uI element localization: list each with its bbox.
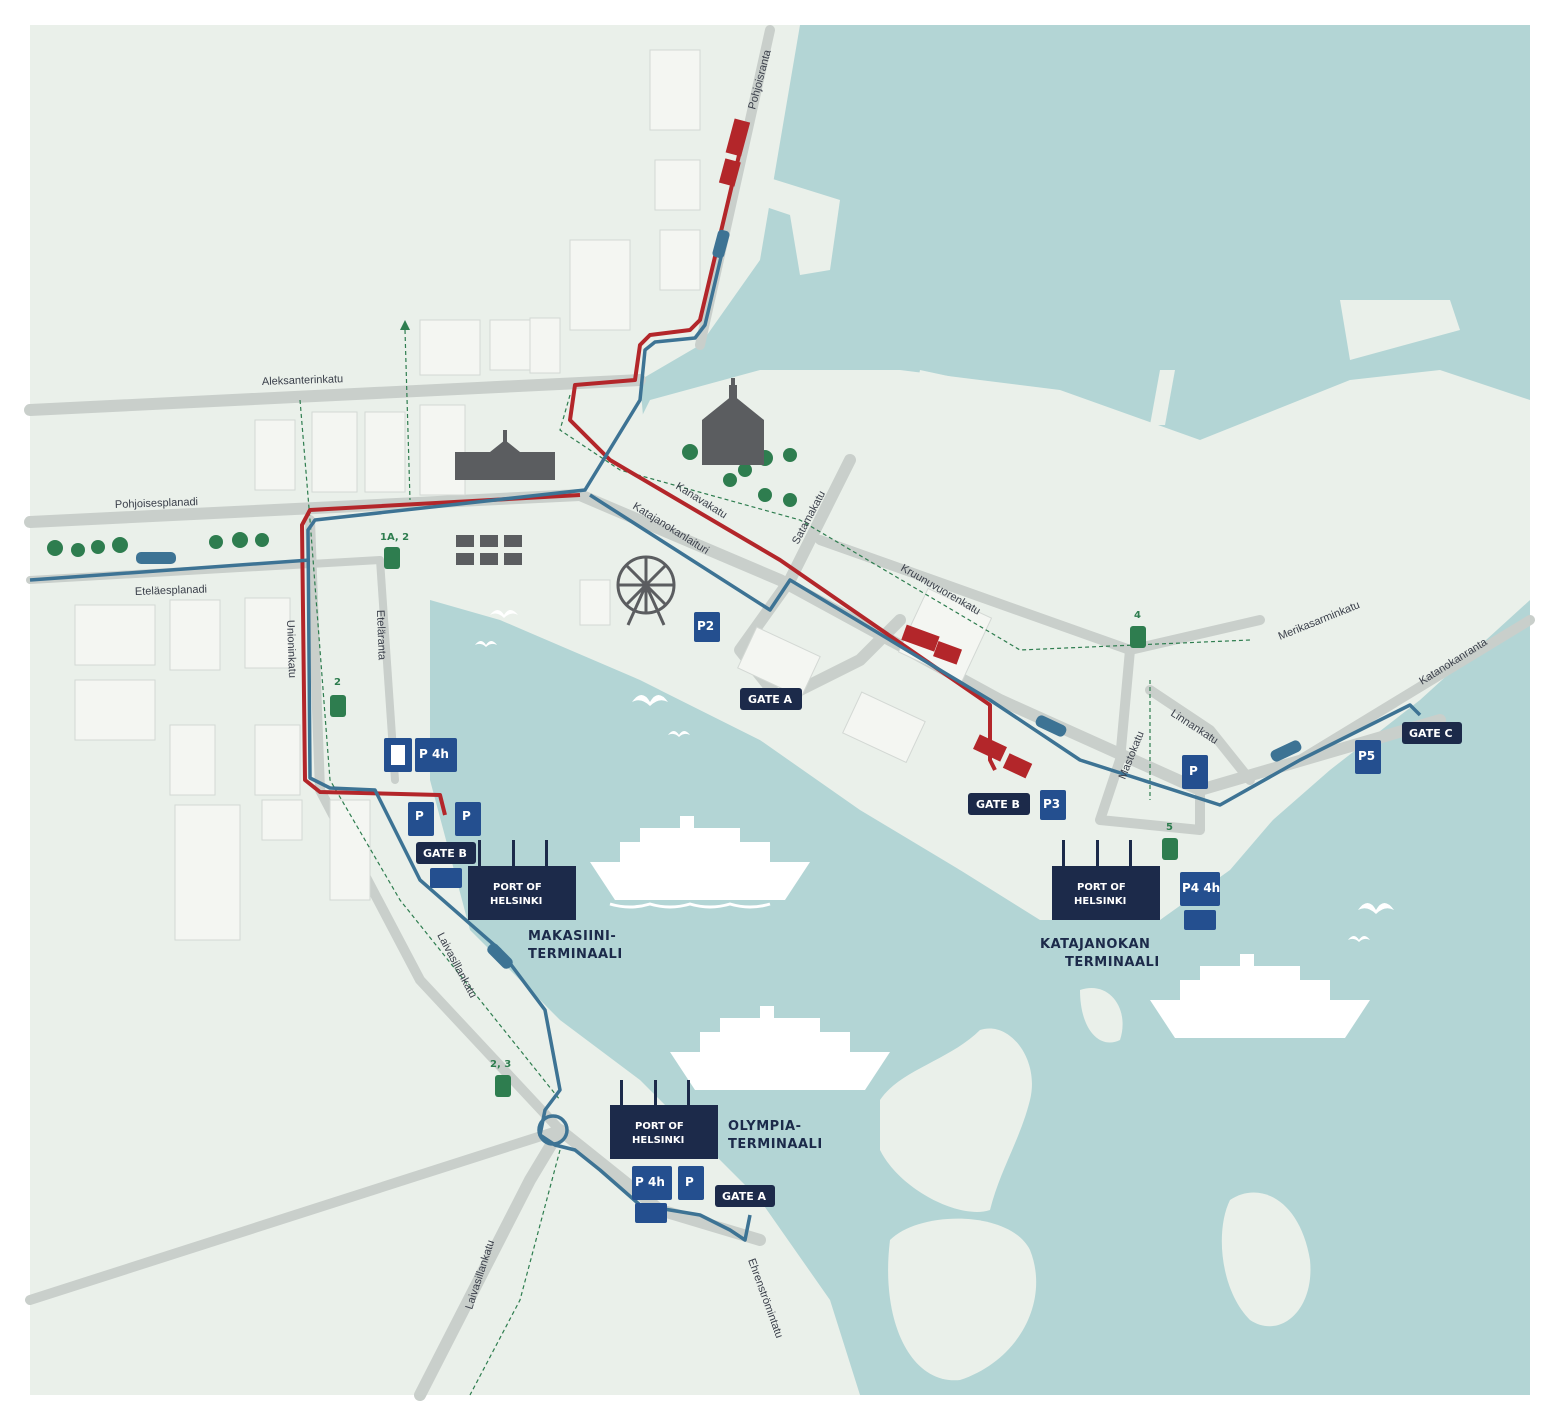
seagulls xyxy=(475,610,1394,942)
street-label: Unioninkatu xyxy=(284,620,298,678)
cathedral-icon xyxy=(702,378,764,465)
piers xyxy=(760,175,1460,425)
svg-text:5: 5 xyxy=(1166,822,1173,833)
katajanokka-terminal-logo: PORT OF HELSINKI xyxy=(1052,840,1160,920)
palace-icon xyxy=(455,430,555,480)
svg-text:HELSINKI: HELSINKI xyxy=(1074,896,1126,907)
svg-text:P4 4h: P4 4h xyxy=(1182,881,1220,895)
svg-text:GATE A: GATE A xyxy=(748,693,793,706)
car-icon xyxy=(136,229,1302,969)
svg-text:2, 3: 2, 3 xyxy=(490,1059,511,1070)
gate-b-makasiini: GATE B xyxy=(416,842,476,864)
tram-arrow-up xyxy=(400,320,410,330)
svg-text:P5: P5 xyxy=(1358,749,1375,763)
terminal-name: TERMINAALI xyxy=(528,947,623,962)
svg-text:PORT OF: PORT OF xyxy=(1077,882,1126,893)
gate-c-katajanokka: GATE C xyxy=(1402,722,1462,744)
street-label: Pohjoisesplanadi xyxy=(115,496,199,511)
gate-a-olympia: GATE A xyxy=(715,1185,775,1207)
parking-sign: P xyxy=(455,802,481,836)
parking-sign: P xyxy=(678,1166,704,1200)
truck-icon xyxy=(718,118,1033,779)
svg-text:PORT OF: PORT OF xyxy=(493,882,542,893)
svg-text:PORT OF: PORT OF xyxy=(635,1121,684,1132)
terminal-name: TERMINAALI xyxy=(1065,955,1160,970)
makasiini-terminal-logo: PORT OF HELSINKI xyxy=(468,840,576,920)
svg-text:P3: P3 xyxy=(1043,797,1060,811)
svg-text:P2: P2 xyxy=(697,619,714,633)
svg-text:P: P xyxy=(685,1175,694,1189)
parking-sign: P xyxy=(1182,755,1208,789)
street-label: Aleksanterinkatu xyxy=(262,373,344,388)
gate-b-katajanokka: GATE B xyxy=(968,793,1030,815)
street-label: Eteläranta xyxy=(374,610,388,661)
parking-sign: P 4h xyxy=(415,738,457,772)
svg-text:4: 4 xyxy=(1134,610,1141,621)
ship-icon-1 xyxy=(590,816,810,909)
svg-text:GATE C: GATE C xyxy=(1409,727,1453,740)
roundabout xyxy=(537,1114,569,1146)
route-red xyxy=(568,129,997,771)
ev-charging-sign xyxy=(384,738,412,772)
parking-sign: P xyxy=(408,802,434,836)
terminal-name: TERMINAALI xyxy=(728,1137,823,1152)
tram-stop-icon: 5 xyxy=(1162,822,1178,860)
parking-sign: P 4h xyxy=(632,1166,672,1200)
svg-text:GATE B: GATE B xyxy=(423,847,467,860)
parking-sign: P3 xyxy=(1040,790,1066,820)
tram-stop-icon: 2, 3 xyxy=(490,1059,511,1097)
svg-text:P: P xyxy=(415,809,424,823)
islands xyxy=(880,988,1311,1381)
tram-stop-icon: 4 xyxy=(1130,610,1146,648)
tram-lines xyxy=(299,329,1251,1396)
gate-a-katajanokka: GATE A xyxy=(740,688,802,710)
roads xyxy=(24,25,1535,1401)
svg-text:2: 2 xyxy=(334,677,341,688)
accessibility-icon xyxy=(635,1203,667,1223)
ship-icon-2 xyxy=(670,1006,890,1090)
svg-text:GATE A: GATE A xyxy=(722,1190,767,1203)
svg-text:P 4h: P 4h xyxy=(419,747,449,761)
parking-sign: P4 4h xyxy=(1180,872,1220,906)
terminal-name: MAKASIINI- xyxy=(528,929,616,944)
terminal-name: KATAJANOKAN xyxy=(1040,937,1150,952)
katajanokka-land xyxy=(540,370,1530,920)
tram-stop-icon: 1A, 2 xyxy=(380,532,409,569)
accessibility-icon xyxy=(430,868,462,888)
ferris-wheel-icon xyxy=(616,555,676,626)
accessibility-icon xyxy=(1184,910,1216,930)
city-blocks xyxy=(74,49,993,941)
svg-text:P: P xyxy=(1189,764,1198,778)
ship-icon-3 xyxy=(1150,954,1370,1038)
olympia-terminal-logo: PORT OF HELSINKI xyxy=(610,1080,718,1159)
street-label: Eteläesplanadi xyxy=(135,583,208,598)
svg-text:HELSINKI: HELSINKI xyxy=(632,1135,684,1146)
market-hall-icon xyxy=(456,535,522,565)
svg-text:P 4h: P 4h xyxy=(635,1175,665,1189)
svg-text:GATE B: GATE B xyxy=(976,798,1020,811)
tram-stop-icon: 2 xyxy=(330,677,346,717)
route-red-west xyxy=(300,493,581,816)
route-blue-east xyxy=(589,493,1422,807)
svg-text:HELSINKI: HELSINKI xyxy=(490,896,542,907)
terminal-name: OLYMPIA- xyxy=(728,1119,801,1134)
route-blue-espl xyxy=(29,558,311,582)
svg-text:P: P xyxy=(462,809,471,823)
parking-sign: P2 xyxy=(694,612,720,642)
svg-text:1A, 2: 1A, 2 xyxy=(380,532,409,543)
parking-sign: P5 xyxy=(1355,740,1381,774)
